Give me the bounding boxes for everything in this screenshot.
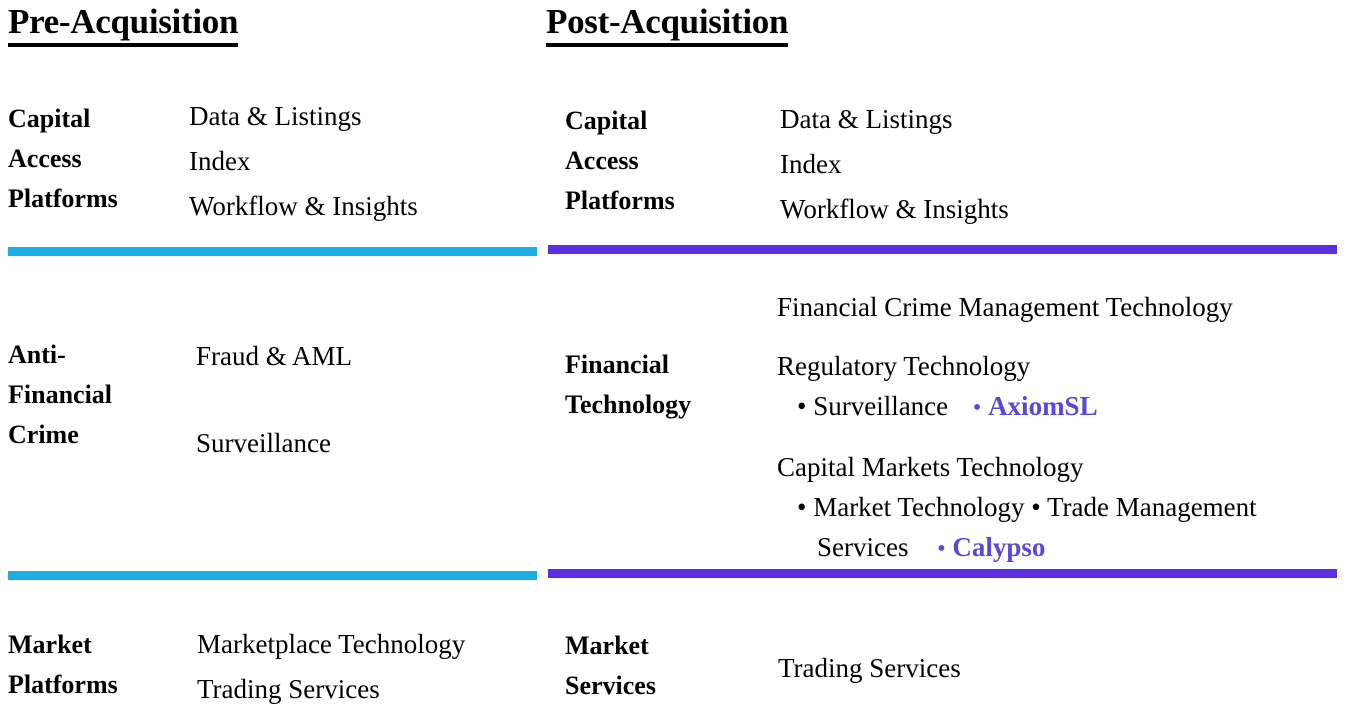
list-item: Fraud & AML [196, 341, 353, 371]
pre-category-capital-access-platforms: Capital Access Platforms [8, 99, 118, 219]
pre-category-market-platforms: Market Platforms [8, 625, 118, 705]
category-line: Market [8, 630, 92, 659]
list-item: Index [780, 149, 842, 179]
category-line: Platforms [565, 186, 675, 215]
brand-axiomsl: AxiomSL [988, 391, 1098, 421]
divider-bar-right-1 [548, 245, 1337, 254]
category-line: Access [565, 146, 639, 175]
category-line: Anti- [8, 340, 66, 369]
category-line: Crime [8, 420, 79, 449]
column-header-pre-acquisition: Pre-Acquisition [8, 3, 238, 47]
category-line: Technology [565, 390, 692, 419]
category-line: Services [565, 671, 656, 700]
post-category-financial-technology: Financial Technology [565, 345, 691, 425]
sub-item-services-row: Services • Calypso [777, 527, 1257, 569]
list-item: Data & Listings [780, 104, 953, 134]
pre-items-market-platforms: Marketplace Technology Trading Services [197, 622, 465, 712]
list-item: Workflow & Insights [780, 194, 1009, 224]
divider-bar-right-2 [548, 569, 1337, 578]
post-items-financial-technology: Financial Crime Management Technology Re… [777, 287, 1257, 569]
category-line: Financial [8, 380, 113, 409]
divider-bar-left-2 [8, 571, 537, 580]
spacer [196, 379, 352, 421]
column-header-post-acquisition: Post-Acquisition [546, 3, 788, 47]
list-item: Workflow & Insights [189, 191, 418, 221]
category-line: Capital [8, 104, 91, 133]
list-item: Data & Listings [189, 101, 362, 131]
sub-item-market-trade-row: • Market Technology • Trade Management [797, 492, 1257, 522]
post-category-market-services: Market Services [565, 626, 656, 706]
category-line: Access [8, 144, 82, 173]
post-items-market-services: Trading Services [778, 646, 961, 691]
category-line: Capital [565, 106, 648, 135]
list-item: Surveillance [196, 428, 331, 458]
list-item: Index [189, 146, 251, 176]
list-item: Trading Services [778, 653, 961, 683]
brand-calypso: Calypso [952, 532, 1046, 562]
category-line: Platforms [8, 184, 118, 213]
sub-item-services: Services [817, 532, 909, 562]
sub-item-surveillance-row: • Surveillance • AxiomSL [777, 386, 1257, 428]
pre-category-anti-financial-crime: Anti- Financial Crime [8, 335, 112, 455]
post-items-capital-access-platforms: Data & Listings Index Workflow & Insight… [780, 97, 1009, 232]
post-category-capital-access-platforms: Capital Access Platforms [565, 101, 675, 221]
list-item: Trading Services [197, 674, 380, 704]
category-line: Market [565, 631, 649, 660]
list-item-financial-crime-management: Financial Crime Management Technology [777, 292, 1233, 322]
list-item: Marketplace Technology [197, 629, 466, 659]
category-line: Platforms [8, 670, 118, 699]
list-item-capital-markets-technology: Capital Markets Technology [777, 452, 1084, 482]
category-line: Financial [565, 350, 670, 379]
pre-items-anti-financial-crime: Fraud & AML Surveillance [196, 334, 352, 466]
bullet-icon: • [972, 395, 982, 421]
list-item-regulatory-technology: Regulatory Technology [777, 351, 1031, 381]
divider-bar-left-1 [8, 247, 537, 256]
sub-item-surveillance: • Surveillance [797, 391, 949, 421]
pre-items-capital-access-platforms: Data & Listings Index Workflow & Insight… [189, 94, 418, 229]
bullet-icon: • [937, 536, 946, 562]
